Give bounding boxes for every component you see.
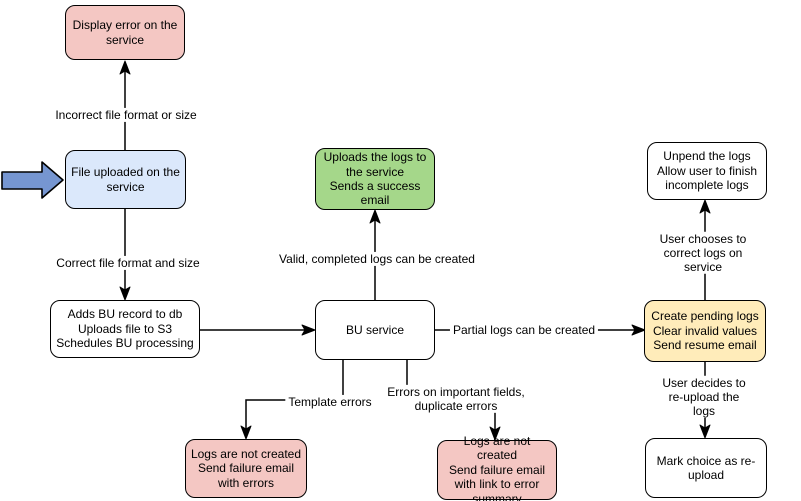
edge-label-important-errors: Errors on important fields, duplicate er…: [384, 384, 528, 414]
edge-label-valid-logs: Valid, completed logs can be created: [276, 251, 478, 267]
edge-label-user-chooses: User chooses to correct logs on service: [654, 231, 752, 275]
edge-label-user-decides: User decides to re-upload the logs: [655, 375, 753, 419]
arrowhead-down-failure-errors: [240, 425, 252, 440]
arrowhead-down-adds: [119, 286, 131, 301]
node-logs-failure-summary: Logs are not created Send failure email …: [437, 434, 557, 501]
edge-label-correct-format: Correct file format and size: [53, 255, 203, 271]
arrowhead-up-display: [119, 60, 131, 75]
node-file-uploaded: File uploaded on the service: [65, 150, 186, 209]
node-mark-choice-reupload: Mark choice as re- upload: [645, 438, 767, 498]
arrowhead-right-pending: [631, 324, 646, 336]
node-adds-bu-record: Adds BU record to db Uploads file to S3 …: [50, 300, 200, 358]
arrowhead-down-mark: [699, 424, 711, 439]
arrowhead-up-uploads: [369, 209, 381, 224]
node-display-error: Display error on the service: [65, 5, 185, 60]
node-logs-failure-errors: Logs are not created Send failure email …: [185, 439, 307, 498]
edge-label-incorrect-format: Incorrect file format or size: [52, 107, 200, 123]
arrowhead-up-unpend: [699, 199, 711, 214]
node-unpend-logs: Unpend the logs Allow user to finish inc…: [647, 142, 767, 200]
edge-label-template-errors: Template errors: [285, 394, 375, 410]
edge-label-partial-logs: Partial logs can be created: [449, 322, 599, 338]
node-bu-service: BU service: [315, 300, 435, 360]
node-uploads-logs-success: Uploads the logs to the service Sends a …: [315, 148, 435, 210]
arrowhead-down-failure-summary: [489, 426, 501, 441]
arrowhead-right-service: [301, 324, 316, 336]
node-create-pending-logs: Create pending logs Clear invalid values…: [644, 300, 766, 362]
input-arrow-icon: [1, 161, 64, 199]
